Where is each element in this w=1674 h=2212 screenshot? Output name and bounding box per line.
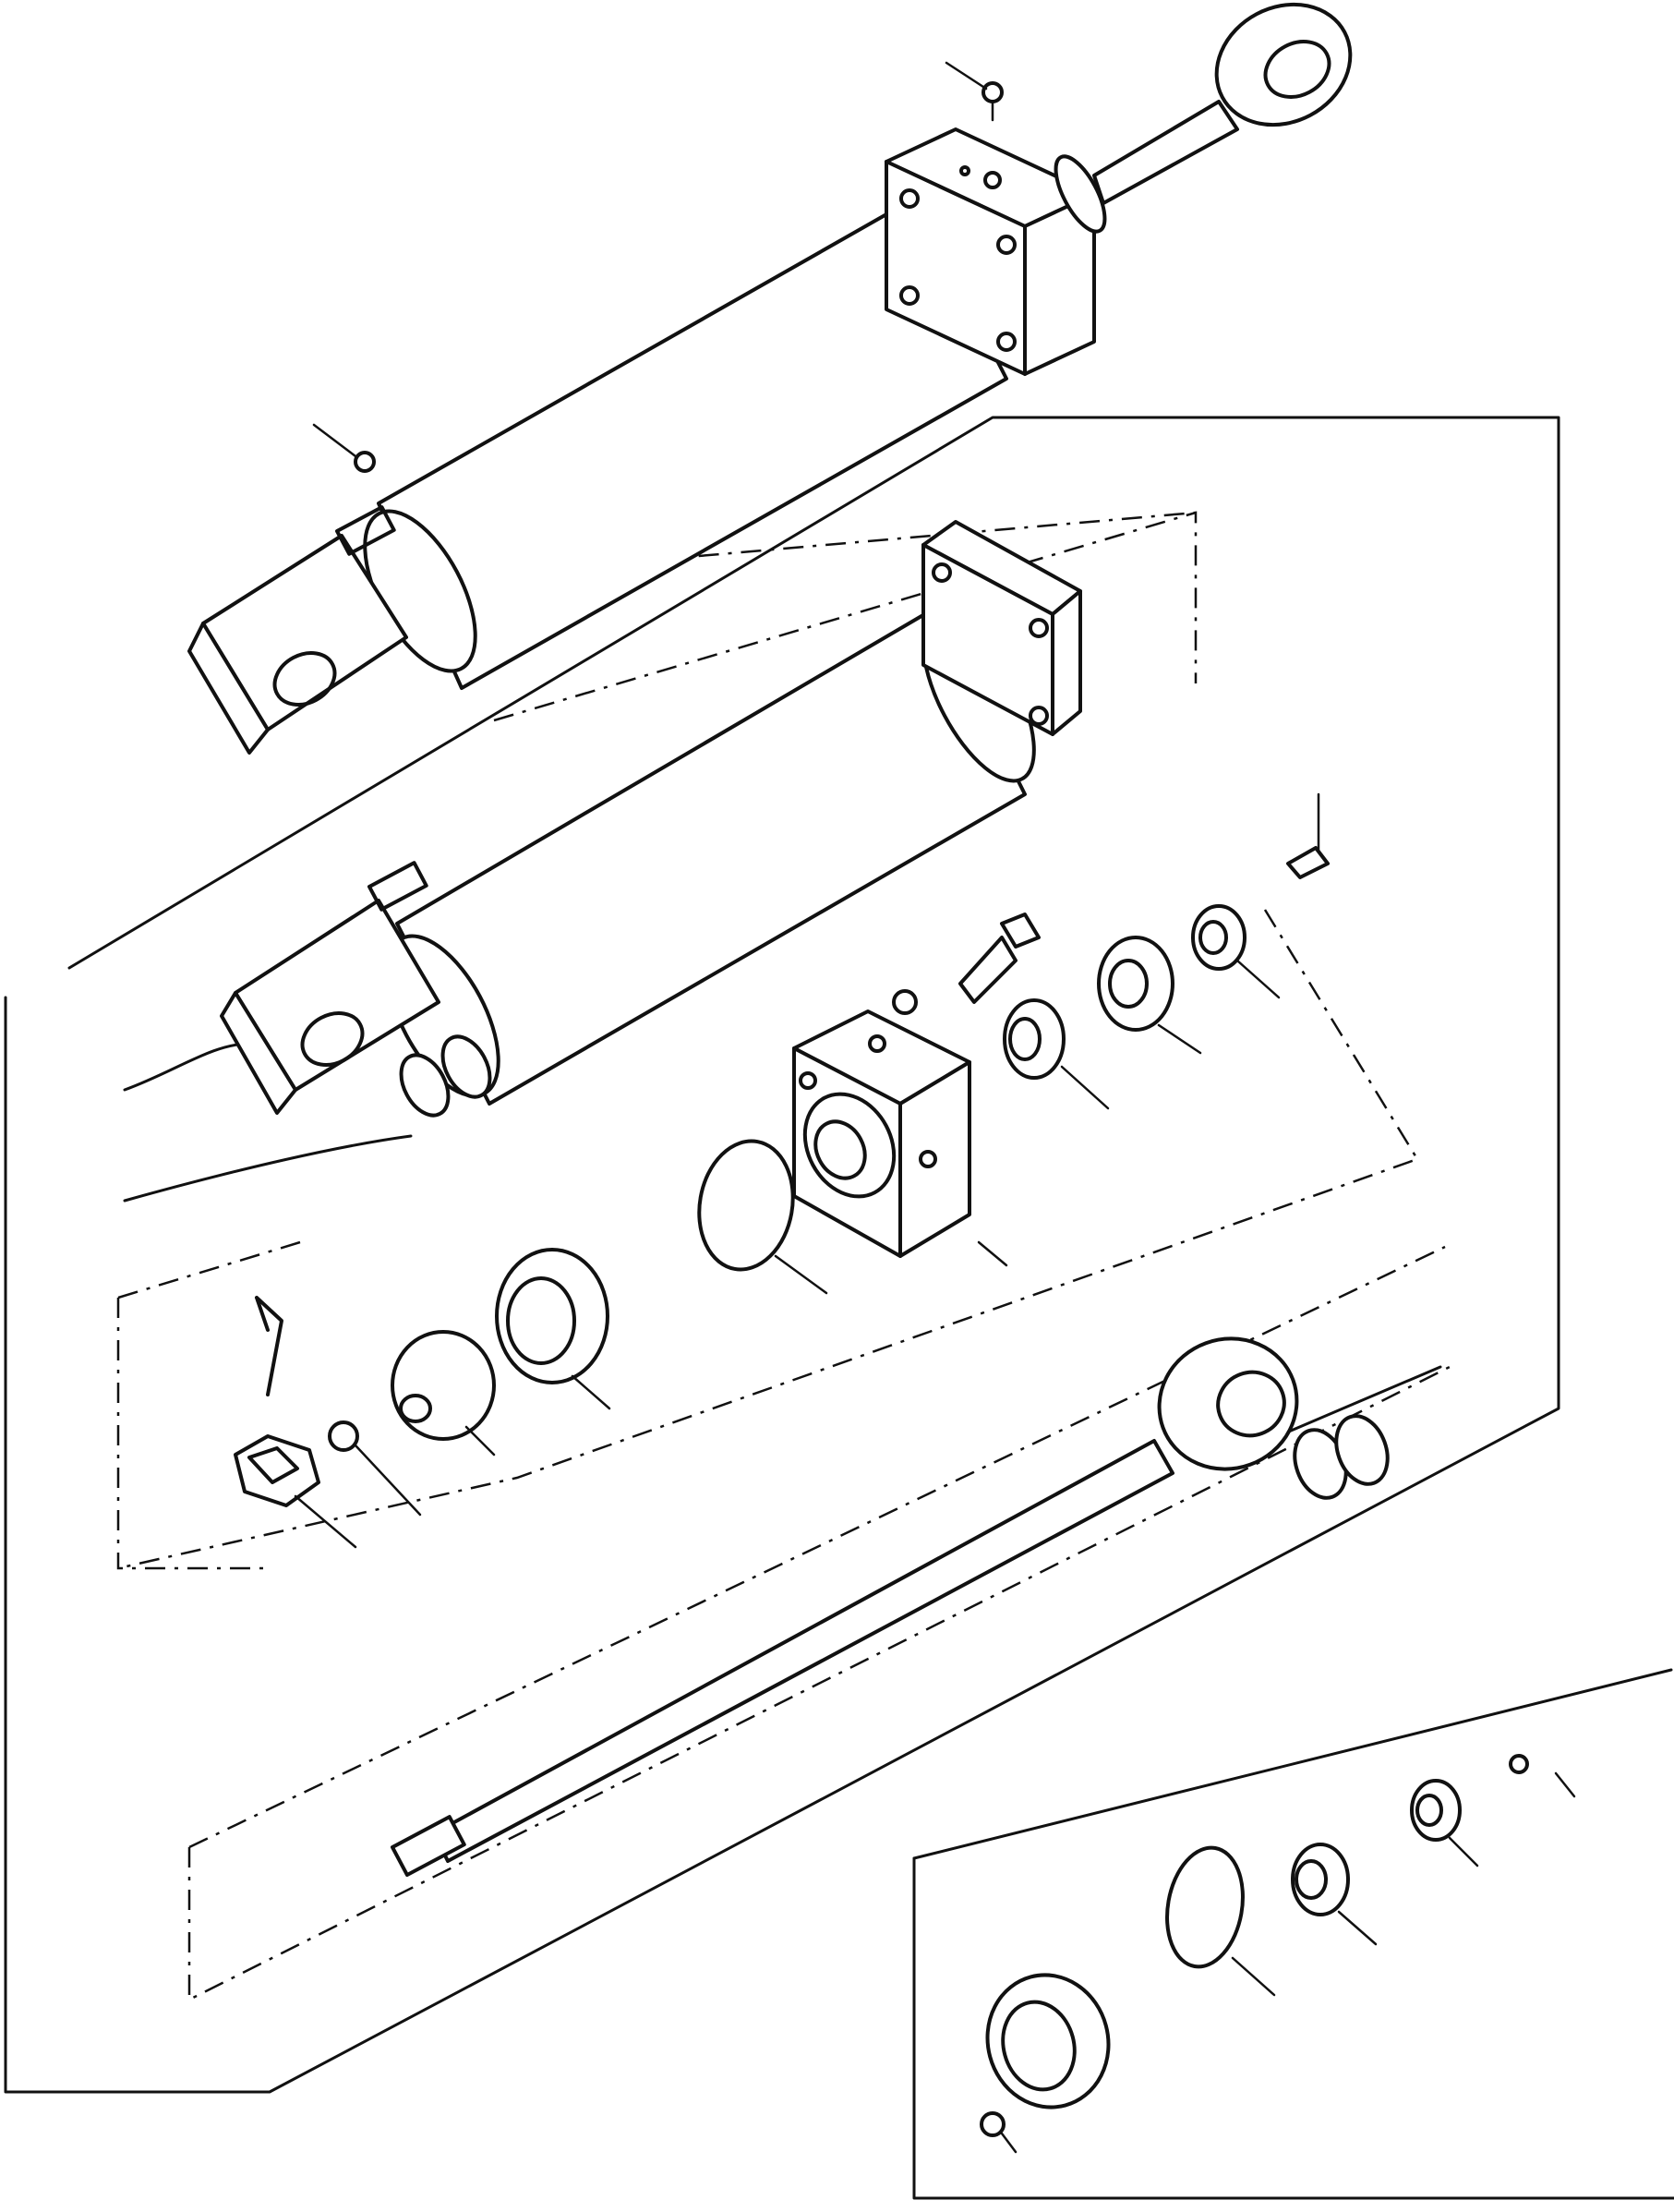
small-o-ring	[328, 1420, 359, 1452]
piston	[495, 1248, 609, 1384]
callout-leaders	[294, 959, 1576, 2154]
piston-ring-seal	[391, 1330, 496, 1441]
head-bolt	[958, 913, 1041, 1004]
rod-guide-head	[792, 1009, 971, 1258]
cylinder-tube	[220, 520, 1082, 1115]
tube-bushing	[399, 1034, 492, 1118]
piston-rod	[391, 1336, 1299, 1878]
snap-ring	[892, 989, 918, 1015]
wiper-ring	[1191, 904, 1246, 971]
assembled-cylinder	[187, 2, 1353, 755]
cotter-pin	[255, 1296, 283, 1396]
castle-nut	[234, 1434, 320, 1507]
seal-retainer	[1097, 936, 1174, 1032]
head-o-ring	[697, 1139, 795, 1272]
grease-fitting	[1286, 792, 1330, 879]
wiper-spacer	[1003, 998, 1066, 1080]
rod-eye-bushing	[1293, 1414, 1390, 1500]
seal-kit	[980, 1754, 1529, 2137]
